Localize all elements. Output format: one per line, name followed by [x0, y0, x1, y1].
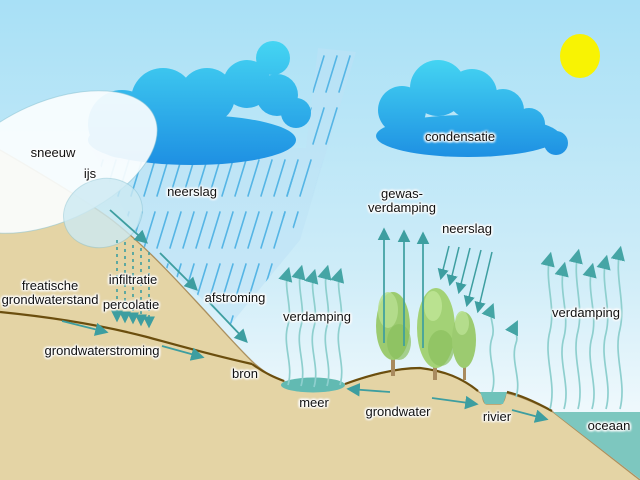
label-infiltratie: infiltratie — [108, 272, 158, 287]
lake-water — [281, 377, 345, 393]
label-gewas-line1: gewas- — [381, 186, 423, 201]
label-gewas-line2: verdamping — [368, 200, 436, 215]
river-water — [480, 392, 507, 404]
crop-evaporation-arrows — [377, 227, 430, 348]
runoff-arrows — [109, 209, 248, 343]
label-sneeuw: sneeuw — [30, 145, 76, 160]
ocean-water — [553, 412, 640, 479]
evaporation-lines-lake — [278, 264, 345, 388]
precipitation-arrows-right — [437, 245, 493, 314]
infiltration-arrows — [111, 240, 155, 329]
label-oceaan: oceaan — [587, 418, 631, 433]
label-ijs: ijs — [83, 166, 97, 181]
label-meer: meer — [299, 395, 329, 410]
label-neerslag-right: neerslag — [442, 221, 492, 236]
sun — [560, 34, 600, 78]
label-freatische-line2: grondwaterstand — [1, 292, 99, 307]
label-freatische-grondwaterstand: freatische grondwaterstand — [2, 279, 99, 307]
evaporation-lines-ocean — [540, 245, 625, 410]
label-verdamping-meer: verdamping — [283, 309, 351, 324]
water-table-line — [251, 363, 553, 412]
phreatic-line — [0, 310, 253, 366]
label-rivier: rivier — [482, 409, 512, 424]
label-gewas-verdamping: gewas- verdamping — [368, 187, 436, 215]
label-percolatie: percolatie — [102, 297, 160, 312]
label-bron: bron — [231, 366, 259, 381]
label-freatische-line1: freatische — [21, 278, 79, 293]
label-verdamping-oceaan: verdamping — [552, 305, 620, 320]
condensation-cloud — [376, 60, 568, 157]
terrain — [0, 150, 640, 480]
label-neerslag-left: neerslag — [167, 184, 217, 199]
ice-patch — [63, 177, 143, 249]
rain-lines-left — [92, 48, 356, 324]
label-condensatie: condensatie — [424, 129, 496, 144]
groundwater-flow-arrows — [61, 320, 549, 423]
label-afstroming: afstroming — [204, 290, 266, 305]
rain-cloud — [88, 41, 311, 165]
evaporation-lines-river — [481, 302, 519, 398]
label-grondwater: grondwater — [365, 404, 431, 419]
label-grondwaterstroming: grondwaterstroming — [44, 343, 160, 358]
